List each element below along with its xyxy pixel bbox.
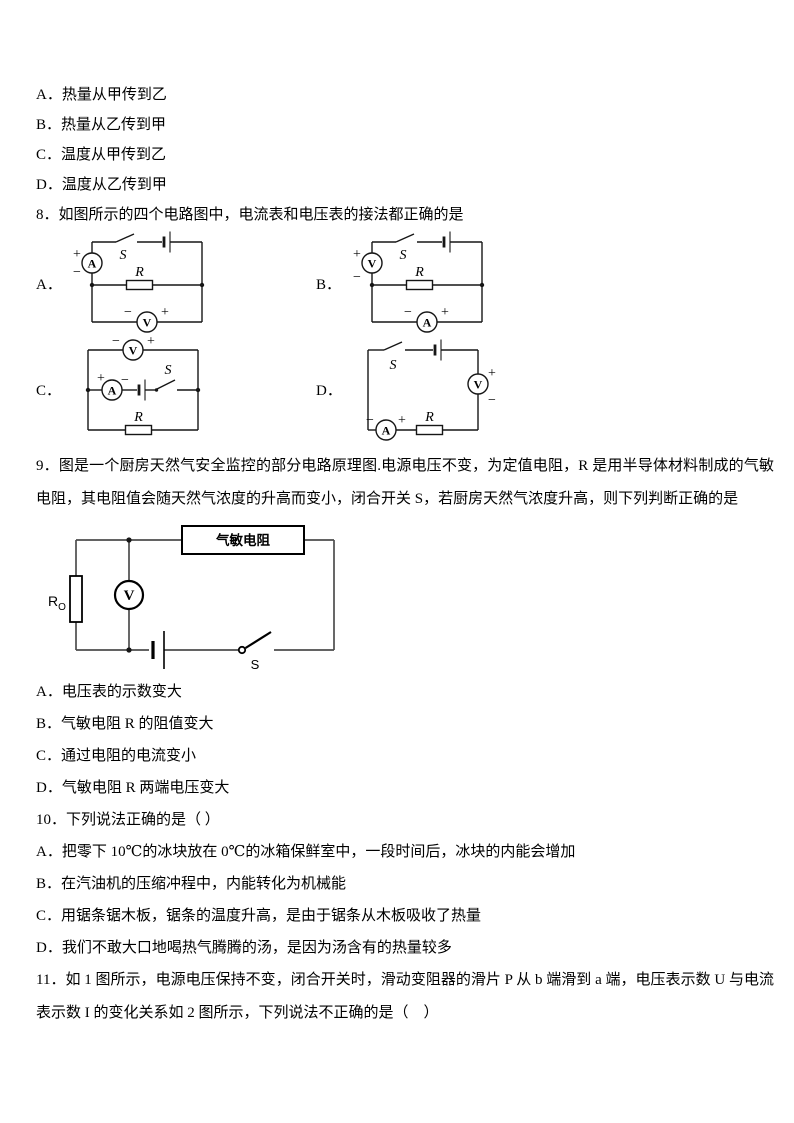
- minus-label: −: [124, 305, 132, 320]
- option-q10-b: B．在汽油机的压缩冲程中，内能转化为机械能: [36, 876, 347, 892]
- switch-label: S: [165, 363, 172, 378]
- voltmeter-letter: V: [474, 378, 483, 392]
- question-8-stem: 8．如图所示的四个电路图中，电流表和电压表的接法都正确的是: [36, 207, 464, 223]
- minus-label: −: [353, 270, 361, 285]
- circuit-a-wires: [81, 231, 205, 333]
- minus-label: −: [366, 413, 374, 428]
- switch-label: S: [251, 657, 260, 672]
- q9-options: A．电压表的示数变大 B．气敏电阻 R 的阻值变大 C．通过电阻的电流变小 D．…: [36, 676, 774, 804]
- question-9-stem: 9．图是一个厨房天然气安全监控的部分电路原理图.电源电压不变，为定值电阻，R 是…: [36, 458, 774, 507]
- minus-label: −: [121, 373, 129, 388]
- gas-sensor-label: 气敏电阻: [215, 532, 270, 548]
- voltmeter-letter: V: [368, 257, 377, 271]
- option-q9-b: B．气敏电阻 R 的阻值变大: [36, 716, 214, 732]
- switch-label: S: [120, 248, 127, 263]
- q8-circuit-d: D．: [316, 336, 502, 442]
- option-q7-a: A．热量从甲传到乙: [36, 87, 167, 103]
- circuit-c-diagram: V A − + + − S R: [85, 336, 201, 436]
- circuit-d-diagram: V A S + − − + R: [366, 339, 496, 441]
- ammeter-letter: A: [423, 316, 432, 330]
- option-q7-d: D．温度从乙传到甲: [36, 177, 167, 193]
- minus-label: −: [404, 305, 412, 320]
- resistor-label: R: [134, 265, 144, 280]
- q8-circuit-a: A．: [36, 230, 316, 336]
- ammeter-letter: A: [88, 257, 97, 271]
- circuit-a-label: A．: [36, 276, 62, 293]
- resistor-label: R: [414, 265, 424, 280]
- circuit-d-wires: [367, 339, 489, 441]
- q8-circuit-row-2: C．: [36, 336, 774, 442]
- circuit-b-label: B．: [316, 276, 342, 293]
- switch-label: S: [400, 248, 407, 263]
- option-q9-a: A．电压表的示数变大: [36, 684, 182, 700]
- question-11-stem: 11．如 1 图所示，电源电压保持不变，闭合开关时，滑动变阻器的滑片 P 从 b…: [36, 972, 774, 1021]
- option-q7-b: B．热量从乙传到甲: [36, 117, 167, 133]
- resistor-label: R: [424, 410, 434, 425]
- minus-label: −: [73, 265, 81, 280]
- ammeter-letter: A: [382, 424, 391, 438]
- q8-circuit-b: B．: [316, 230, 502, 336]
- ammeter-letter: A: [108, 384, 117, 398]
- plus-label: +: [441, 305, 449, 320]
- circuit-b-diagram: V A S R + − − +: [353, 231, 485, 333]
- circuit-c-wires: [85, 339, 201, 436]
- circuit-d-label: D．: [316, 382, 342, 399]
- plus-label: +: [488, 366, 496, 381]
- option-q9-c: C．通过电阻的电流变小: [36, 748, 197, 764]
- option-q10-a: A．把零下 10℃的冰块放在 0℃的冰箱保鲜室中，一段时间后，冰块的内能会增加: [36, 844, 576, 860]
- q9-circuit: 气敏电阻 V RO S: [42, 522, 774, 674]
- voltmeter-letter: V: [143, 316, 152, 330]
- minus-label: −: [112, 336, 120, 349]
- option-q9-d: D．气敏电阻 R 两端电压变大: [36, 780, 230, 796]
- option-q7-c: C．温度从甲传到乙: [36, 147, 167, 163]
- q8-circuit-row-1: A．: [36, 230, 774, 336]
- switch-label: S: [390, 358, 397, 373]
- circuit-a-diagram: A V S R + − − +: [73, 231, 205, 333]
- q9-circuit-diagram: 气敏电阻 V RO S: [48, 525, 335, 672]
- circuit-b-wires: [361, 231, 485, 333]
- option-q10-d: D．我们不敢大口地喝热气腾腾的汤，是因为汤含有的热量较多: [36, 940, 452, 956]
- r0-resistor-label: RO: [48, 593, 66, 613]
- plus-label: +: [161, 305, 169, 320]
- q8-circuit-c: C．: [36, 336, 316, 442]
- option-q10-c: C．用锯条锯木板，锯条的温度升高，是由于锯条从木板吸收了热量: [36, 908, 482, 924]
- circuit-c-label: C．: [36, 382, 62, 399]
- plus-label: +: [73, 247, 81, 262]
- plus-label: +: [353, 247, 361, 262]
- plus-label: +: [147, 336, 155, 349]
- q9-components: [69, 525, 305, 669]
- resistor-label: R: [133, 410, 143, 425]
- voltmeter-letter: V: [129, 344, 138, 358]
- plus-label: +: [398, 413, 406, 428]
- question-10-stem: 10．下列说法正确的是（ ）: [36, 812, 220, 828]
- minus-label: −: [488, 393, 496, 408]
- voltmeter-letter: V: [124, 588, 135, 604]
- plus-label: +: [97, 371, 105, 386]
